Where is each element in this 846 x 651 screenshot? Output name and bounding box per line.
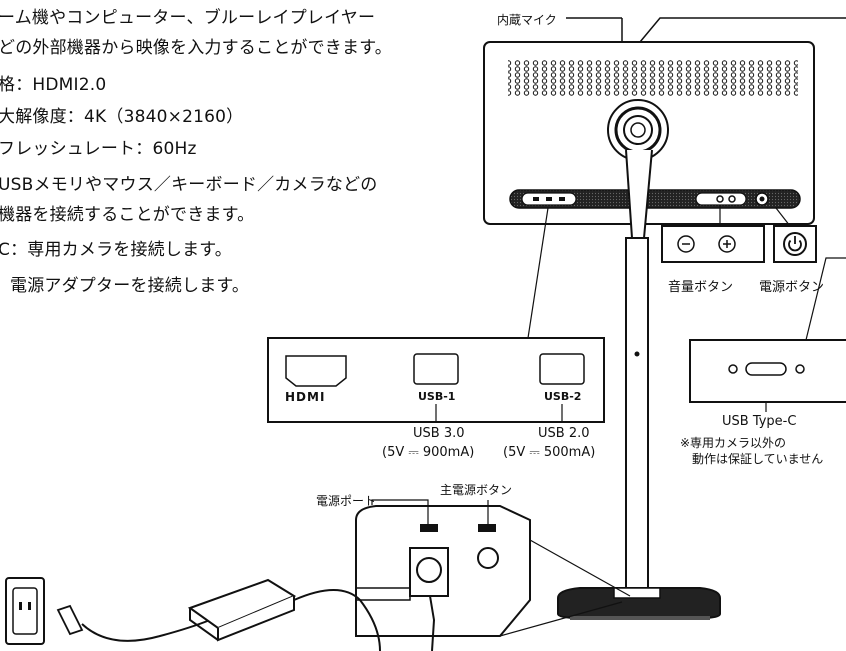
wall-outlet-icon: [5, 577, 45, 645]
ac-adapter-icon: [187, 578, 297, 642]
usb2-port: [539, 353, 585, 385]
desc-line-5: フレッシュレート：60Hz: [0, 139, 197, 159]
microphone-grille-icon: [508, 60, 798, 96]
hdmi-logo: HDMI: [285, 390, 326, 404]
main-power-button-label: 主電源ボタン: [440, 483, 513, 497]
typec-panel: [689, 257, 846, 412]
monitor-back: [483, 41, 815, 225]
usb1-port: [413, 353, 459, 385]
hdmi-port: [285, 355, 347, 387]
usb2-power: (5V ⎓ 500mA): [503, 445, 596, 460]
desc-line-8: C：専用カメラを接続します。: [0, 240, 232, 260]
dc-cable: [293, 589, 381, 651]
desc-line-9: 電源アダプターを接続します。: [10, 276, 250, 296]
ac-cable: [81, 619, 211, 642]
typec-port: [745, 362, 787, 376]
mic-label: 内蔵マイク: [497, 13, 557, 27]
port-panel: [267, 337, 605, 423]
usb-typec-label: USB Type-C: [722, 414, 797, 429]
desc-line-7: 機器を接続することができます。: [0, 205, 255, 225]
usb1-spec: USB 3.0: [413, 426, 465, 441]
typec-note-1: ※専用カメラ以外の: [680, 436, 787, 450]
desc-line-1: ーム機やコンピューター、ブルーレイプレイヤー: [0, 8, 376, 28]
volume-button-label: 音量ボタン: [668, 280, 734, 295]
usb1-label: USB-1: [418, 390, 456, 403]
power-button-label: 電源ボタン: [759, 280, 825, 295]
mic-callout: [566, 17, 846, 43]
plug-icon: [56, 604, 84, 636]
power-port-label: 電源ポート: [316, 494, 377, 508]
stand-pole: [557, 149, 721, 620]
desc-line-6: USBメモリやマウス／キーボード／カメラなどの: [0, 175, 378, 195]
button-callouts: [661, 205, 817, 263]
usb1-power: (5V ⎓ 900mA): [382, 445, 475, 460]
typec-note-2: 動作は保証していません: [692, 452, 824, 466]
desc-line-4: 大解像度：4K（3840×2160）: [0, 107, 244, 127]
usb2-label: USB-2: [544, 390, 582, 403]
desc-line-2: どの外部機器から映像を入力することができます。: [0, 38, 392, 58]
power-icon: [783, 232, 807, 256]
usb2-spec: USB 2.0: [538, 426, 590, 441]
power-port-detail: [355, 499, 631, 637]
desc-line-3: 格：HDMI2.0: [0, 75, 107, 95]
